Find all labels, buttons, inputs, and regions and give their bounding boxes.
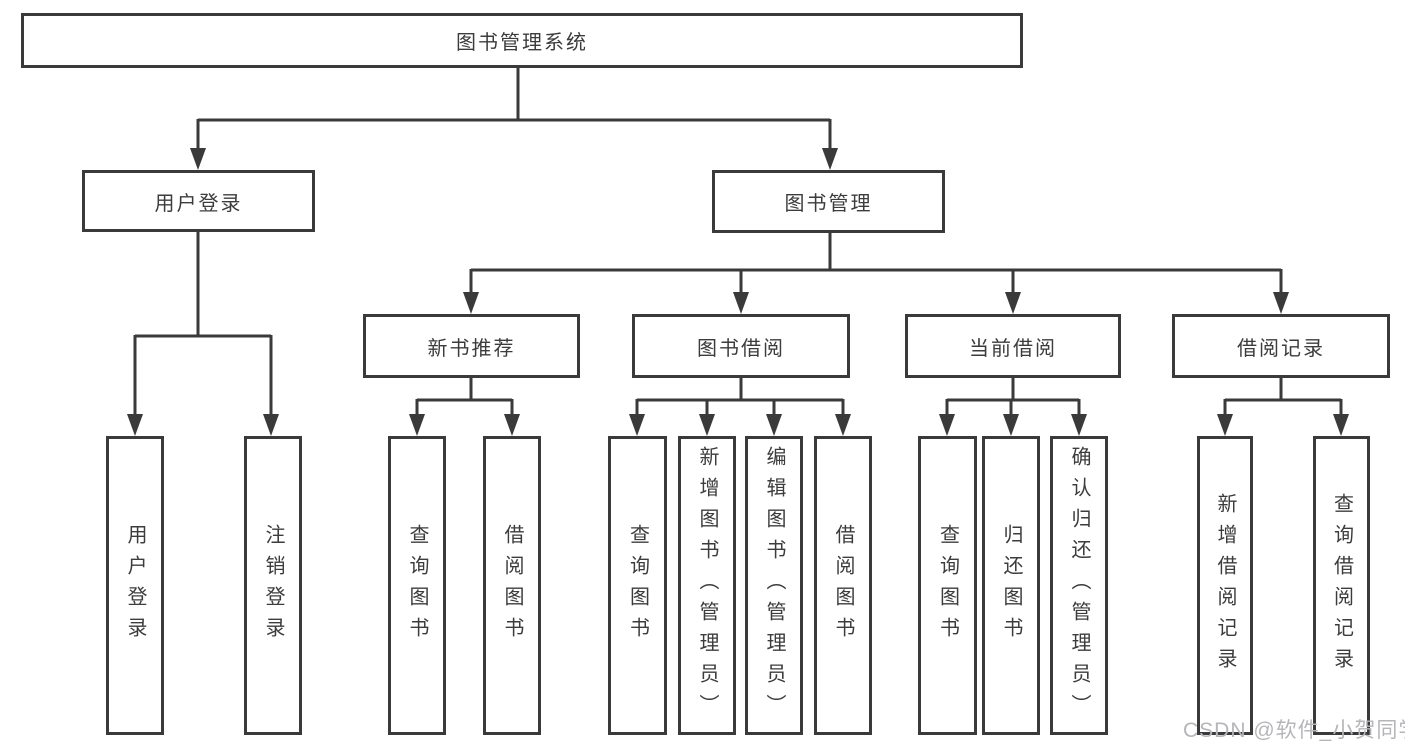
level3-node-current-borrow: 当前借阅	[905, 314, 1121, 378]
leaf-node-query-books-borrow-label: 查询图书	[626, 523, 649, 648]
leaf-node-query-books-current: 查询图书	[918, 436, 977, 735]
root-node: 图书管理系统	[21, 13, 1023, 68]
level3-node-borrow-records: 借阅记录	[1172, 314, 1390, 378]
leaf-node-add-borrow-record-label: 新增借阅记录	[1214, 492, 1236, 679]
level2-node-book-management-label: 图书管理	[784, 193, 873, 215]
level3-node-current-borrow-label: 当前借阅	[969, 337, 1057, 360]
leaf-node-logout: 注销登录	[244, 436, 302, 735]
leaf-node-borrow-books-recommend-label: 借阅图书	[501, 523, 523, 648]
level2-node-user-login-label: 用户登录	[154, 192, 243, 215]
level3-node-book-borrow-label: 图书借阅	[697, 337, 785, 360]
leaf-node-add-borrow-record: 新增借阅记录	[1197, 436, 1253, 735]
leaf-node-query-books-recommend: 查询图书	[388, 436, 446, 735]
leaf-node-query-borrow-record-label: 查询借阅记录	[1330, 492, 1353, 679]
leaf-node-return-books: 归还图书	[982, 436, 1040, 735]
leaf-node-borrow-books-recommend: 借阅图书	[483, 436, 541, 735]
root-node-label: 图书管理系统	[456, 32, 588, 54]
level2-node-book-management: 图书管理	[712, 170, 945, 233]
leaf-node-borrow-books-label: 借阅图书	[832, 523, 854, 648]
leaf-node-query-books-current-label: 查询图书	[936, 523, 959, 648]
level3-node-new-book-recommend-label: 新书推荐	[427, 337, 516, 360]
leaf-node-return-books-label: 归还图书	[1000, 523, 1022, 648]
leaf-node-edit-books-admin-label: 编辑图书（管理员）	[763, 446, 785, 725]
level3-node-book-borrow: 图书借阅	[632, 314, 850, 378]
level3-node-new-book-recommend: 新书推荐	[363, 314, 580, 378]
leaf-node-borrow-books: 借阅图书	[814, 436, 872, 735]
leaf-node-user-login-label: 用户登录	[124, 523, 146, 648]
leaf-node-logout-label: 注销登录	[262, 523, 284, 648]
leaf-node-query-books-borrow: 查询图书	[608, 436, 667, 735]
leaf-node-edit-books-admin: 编辑图书（管理员）	[745, 436, 803, 735]
leaf-node-confirm-return-admin: 确认归还（管理员）	[1050, 436, 1108, 735]
watermark: CSDN @软件_小贺同学	[1183, 719, 1405, 742]
leaf-node-query-books-recommend-label: 查询图书	[406, 523, 428, 648]
leaf-node-add-books-admin: 新增图书（管理员）	[678, 436, 736, 735]
leaf-node-confirm-return-admin-label: 确认归还（管理员）	[1068, 446, 1090, 725]
level2-node-user-login: 用户登录	[82, 170, 315, 232]
level3-node-borrow-records-label: 借阅记录	[1237, 337, 1325, 360]
leaf-node-query-borrow-record: 查询借阅记录	[1313, 436, 1370, 735]
leaf-node-add-books-admin-label: 新增图书（管理员）	[696, 446, 718, 725]
leaf-node-user-login: 用户登录	[106, 436, 164, 735]
